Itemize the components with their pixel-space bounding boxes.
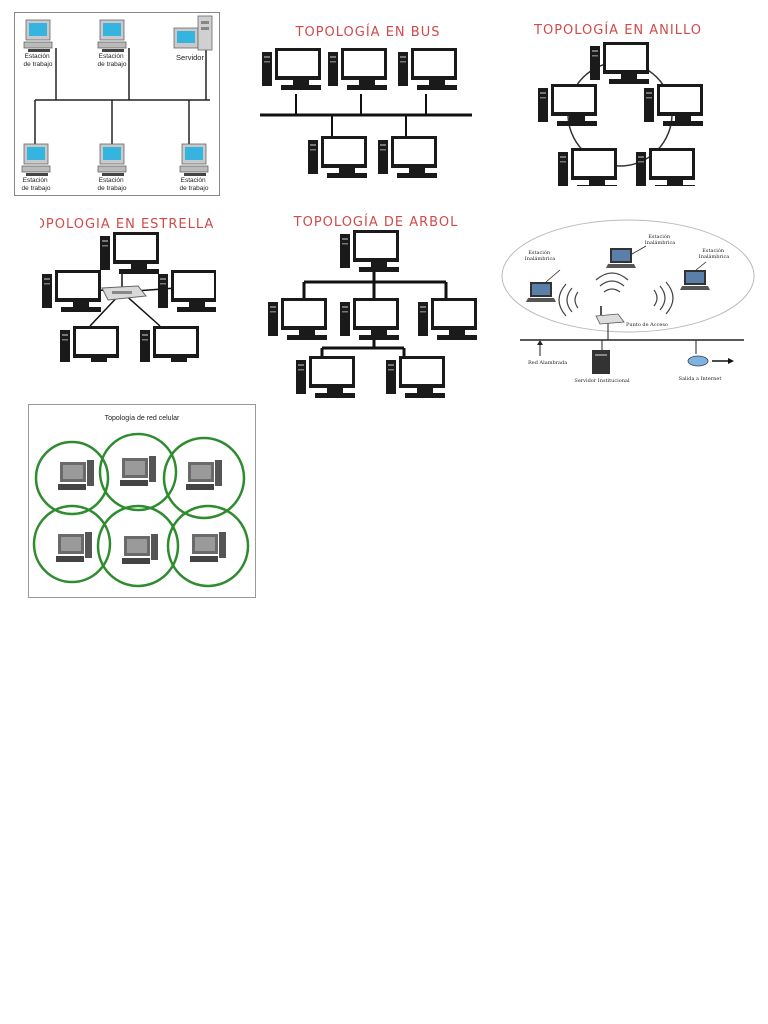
star-topology-svg: TOPOLOGIA EN ESTRELLA bbox=[40, 217, 216, 362]
ring-topology-svg: TOPOLOGÍA EN ANILLO bbox=[533, 22, 703, 186]
workstation-icon bbox=[23, 19, 53, 53]
computer-icon bbox=[636, 148, 695, 186]
laptop-icon bbox=[606, 248, 636, 268]
ring-topology: TOPOLOGÍA EN ANILLO bbox=[532, 18, 708, 186]
wireless-network-svg: Estación Inalámbrica Estación Inalámbric… bbox=[501, 219, 755, 384]
computer-icon bbox=[328, 48, 387, 90]
workstation-label: Estación de trabajo bbox=[24, 53, 53, 68]
server-label: Servidor bbox=[176, 53, 204, 62]
lan-diagram: Estación de trabajo Estación de trabajo … bbox=[14, 12, 220, 196]
wireless-station-label: Estación Inalámbrica bbox=[645, 233, 675, 246]
router-icon bbox=[687, 355, 734, 367]
computer-icon bbox=[308, 136, 367, 178]
tree-topology-svg: TOPOLOGÍA DE ARBOL bbox=[268, 214, 477, 398]
server-label: Servidor Institucional bbox=[574, 378, 630, 384]
computer-icon bbox=[58, 460, 94, 490]
wireless-network: Estación Inalámbrica Estación Inalámbric… bbox=[500, 218, 756, 390]
computer-icon bbox=[42, 270, 101, 312]
star-title: TOPOLOGIA EN ESTRELLA bbox=[40, 217, 214, 232]
tree-topology: TOPOLOGÍA DE ARBOL bbox=[262, 212, 482, 398]
bus-topology: TOPOLOGÍA EN BUS bbox=[256, 18, 482, 180]
workstation-label: Estación de trabajo bbox=[22, 177, 51, 192]
computer-icon bbox=[190, 532, 226, 562]
workstation-icon bbox=[97, 143, 127, 177]
computer-icon bbox=[418, 298, 477, 340]
ring-title: TOPOLOGÍA EN ANILLO bbox=[533, 22, 702, 38]
internet-label: Salida a Internet bbox=[679, 376, 722, 382]
cellular-title: Topología de red celular bbox=[105, 415, 180, 422]
cellular-topology: Topología de red celular bbox=[28, 404, 256, 598]
workstation-icon bbox=[97, 19, 127, 53]
access-point-icon bbox=[595, 306, 625, 325]
computer-icon bbox=[60, 326, 119, 362]
computer-icon bbox=[398, 48, 457, 90]
cell-circles bbox=[32, 432, 250, 588]
computer-icon bbox=[120, 456, 156, 486]
workstation-label: Estación de trabajo bbox=[180, 177, 209, 192]
computer-icon bbox=[158, 270, 216, 312]
star-topology: TOPOLOGIA EN ESTRELLA bbox=[40, 214, 216, 362]
laptop-icon bbox=[680, 270, 710, 290]
hub-icon bbox=[101, 285, 147, 301]
computer-icon bbox=[386, 356, 445, 398]
computer-icon bbox=[186, 460, 222, 490]
server-tower-icon bbox=[592, 350, 610, 374]
workstation-icon bbox=[21, 143, 51, 177]
computer-icon bbox=[268, 298, 327, 340]
computer-icon bbox=[140, 326, 199, 362]
workstation-label: Estación de trabajo bbox=[98, 177, 127, 192]
computer-icon bbox=[558, 148, 617, 186]
computer-icon bbox=[56, 532, 92, 562]
wireless-station-label: Estación Inalámbrica bbox=[525, 249, 555, 262]
workstation-label: Estación de trabajo bbox=[98, 53, 127, 68]
laptop-icon bbox=[526, 282, 556, 302]
computer-icon bbox=[644, 84, 703, 126]
computer-icon bbox=[122, 534, 158, 564]
computer-icon bbox=[378, 136, 437, 178]
server-icon bbox=[173, 15, 213, 51]
cellular-topology-svg: Topología de red celular bbox=[28, 404, 256, 598]
wired-network-label: Red Alambrada bbox=[528, 360, 567, 366]
computer-icon bbox=[590, 42, 649, 84]
computer-icon bbox=[100, 232, 159, 274]
computer-icon bbox=[262, 48, 321, 90]
bus-title: TOPOLOGÍA EN BUS bbox=[295, 24, 441, 40]
wifi-waves-icon bbox=[558, 272, 674, 317]
computer-icon bbox=[538, 84, 597, 126]
computer-icon bbox=[340, 298, 399, 340]
workstation-icon bbox=[179, 143, 209, 177]
computer-icon bbox=[296, 356, 355, 398]
computer-icon bbox=[340, 230, 399, 272]
wireless-station-label: Estación Inalámbrica bbox=[699, 247, 729, 260]
access-point-label: Punto de Acceso bbox=[626, 322, 668, 328]
tree-title: TOPOLOGÍA DE ARBOL bbox=[293, 214, 459, 230]
bus-topology-svg: TOPOLOGÍA EN BUS bbox=[260, 24, 472, 178]
lan-diagram-svg: Estación de trabajo Estación de trabajo … bbox=[14, 12, 220, 196]
